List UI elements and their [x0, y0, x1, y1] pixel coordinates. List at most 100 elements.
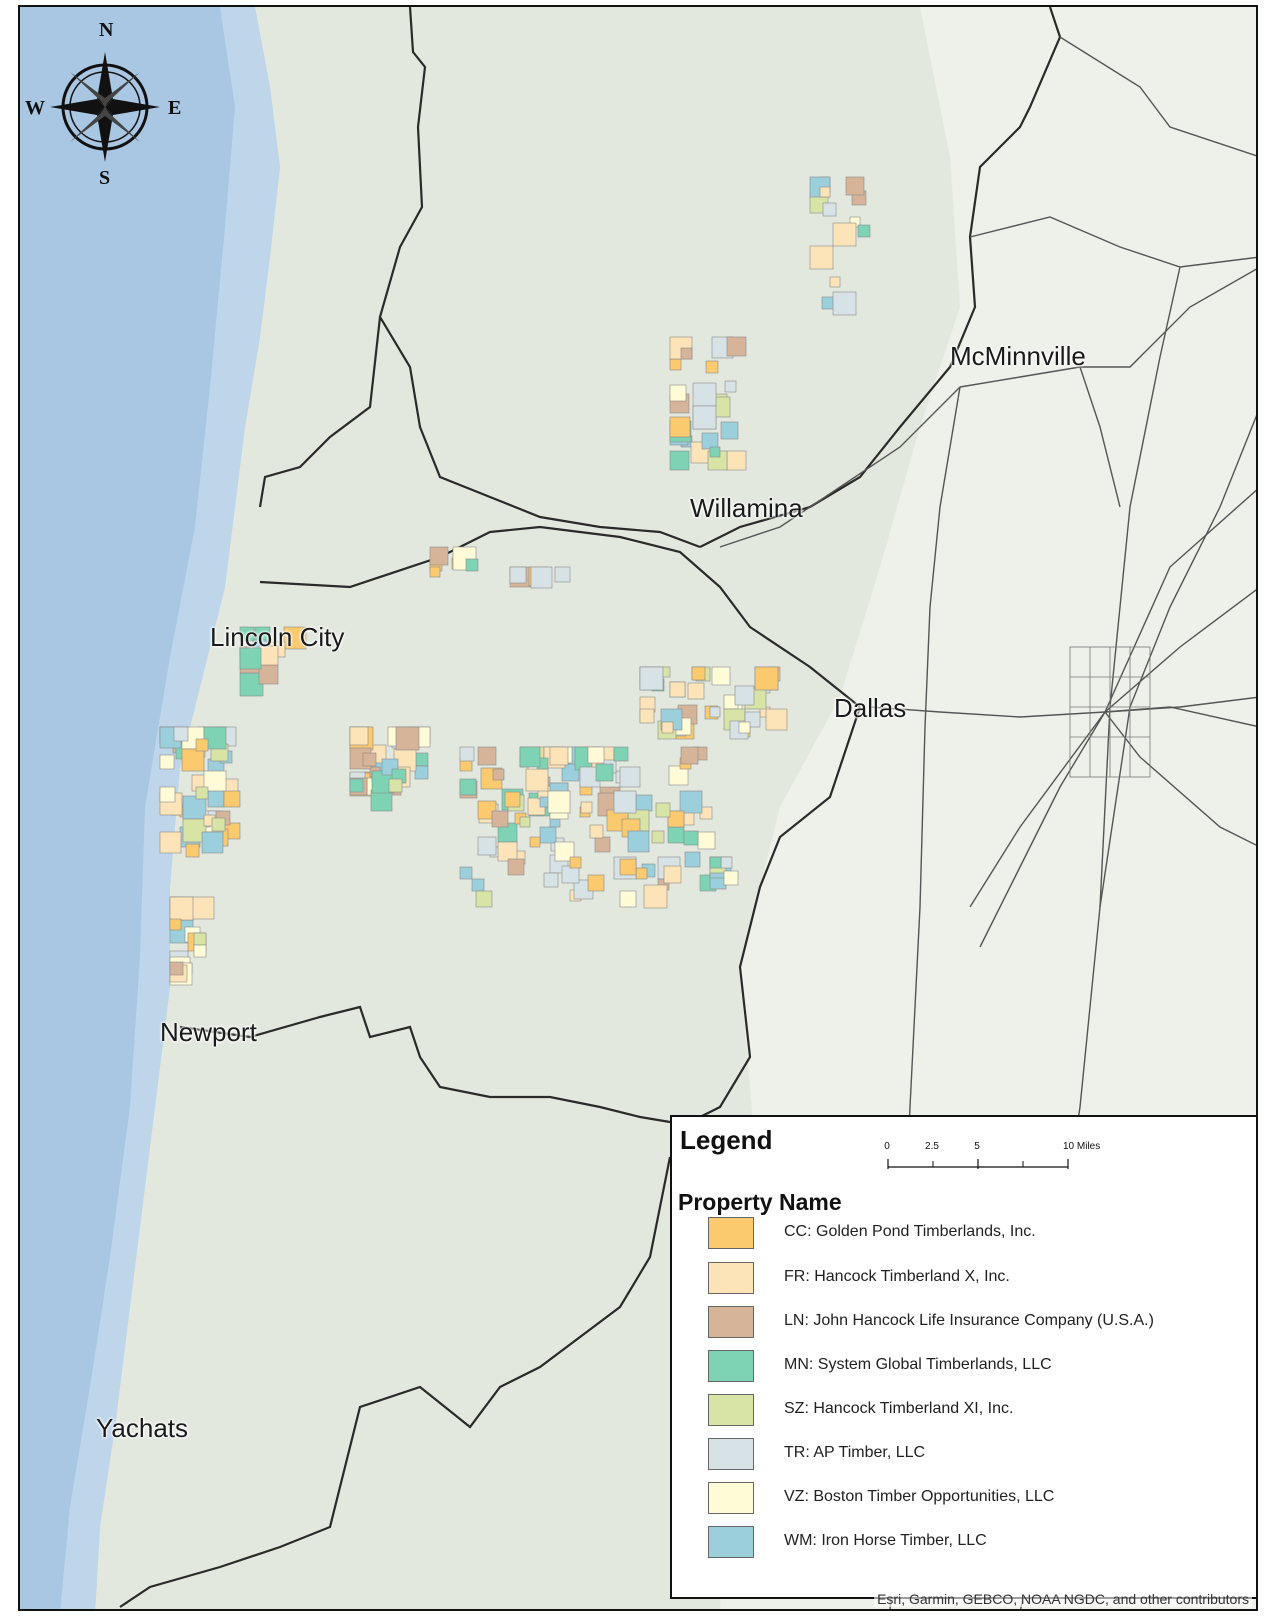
parcel — [529, 836, 541, 848]
city-label-willamina[interactable]: Willamina — [690, 493, 803, 523]
parcel — [667, 826, 685, 844]
parcel — [173, 726, 189, 742]
parcel — [726, 450, 747, 471]
parcel — [549, 746, 569, 766]
parcel — [169, 896, 194, 921]
parcel — [669, 416, 691, 438]
legend-swatch — [708, 1306, 754, 1338]
parcel — [639, 708, 655, 724]
parcel — [182, 818, 207, 843]
parcel — [720, 421, 739, 440]
compass-n: N — [99, 19, 114, 41]
parcel — [691, 666, 706, 681]
scale-tick-label: 0 — [884, 1141, 890, 1152]
parcel — [169, 961, 184, 976]
parcel — [465, 558, 479, 572]
legend-swatch — [708, 1526, 754, 1558]
parcel — [711, 666, 731, 686]
legend-label: TR: AP Timber, LLC — [784, 1444, 926, 1461]
parcel — [223, 790, 241, 808]
parcel — [159, 831, 182, 854]
scale-bar-line — [887, 1159, 1069, 1169]
parcel — [477, 746, 497, 766]
city-label-dallas[interactable]: Dallas — [834, 693, 907, 723]
parcel — [525, 768, 549, 792]
parcel — [687, 682, 705, 700]
parcel — [594, 836, 611, 853]
parcel — [395, 726, 420, 751]
parcel — [822, 202, 837, 217]
city-label-yachats[interactable]: Yachats — [96, 1413, 189, 1443]
parcel — [519, 816, 531, 828]
parcel — [724, 380, 737, 393]
compass-rose: N S E W — [25, 17, 185, 189]
city-label-mcminnville[interactable]: McMinnville — [950, 341, 1086, 371]
parcel — [497, 841, 518, 862]
parcel — [613, 790, 637, 814]
parcel — [477, 836, 497, 856]
parcel — [587, 874, 605, 892]
parcel — [569, 856, 582, 869]
scale-tick-label: 5 — [974, 1141, 980, 1152]
parcel — [832, 291, 857, 316]
parcel — [475, 890, 493, 908]
parcel — [832, 222, 857, 247]
legend-label: SZ: Hancock Timberland XI, Inc. — [784, 1400, 1014, 1417]
parcel — [709, 856, 722, 869]
parcel — [655, 802, 671, 818]
parcel — [543, 872, 559, 888]
legend-swatch — [708, 1482, 754, 1514]
compass-icon — [50, 52, 160, 162]
parcel — [679, 790, 703, 814]
parcel — [429, 546, 449, 566]
parcel — [185, 843, 200, 858]
parcel — [639, 666, 664, 691]
parcel — [669, 450, 690, 471]
parcel — [362, 752, 377, 767]
scale-bar: 0 2.5 5 10 Miles — [884, 1141, 1127, 1181]
legend-label: MN: System Global Timberlands, LLC — [784, 1356, 1052, 1373]
parcel — [207, 790, 225, 808]
legend-label: FR: Hancock Timberland X, Inc. — [784, 1268, 1010, 1285]
legend-label: LN: John Hancock Life Insurance Company … — [784, 1312, 1154, 1329]
parcel — [705, 360, 719, 374]
compass-e: E — [168, 97, 182, 119]
parcel — [561, 865, 580, 884]
city-grid — [1069, 646, 1151, 778]
parcel — [203, 726, 227, 750]
parcel — [239, 626, 255, 642]
parcel — [723, 870, 739, 886]
parcel — [619, 890, 637, 908]
parcel — [738, 721, 751, 734]
parcel — [661, 721, 674, 734]
parcel — [619, 766, 641, 788]
parcel — [680, 746, 699, 765]
parcel — [388, 778, 403, 793]
legend-panel: Legend 0 2.5 5 10 Miles Property Name CC… — [670, 1115, 1256, 1599]
parcel — [709, 706, 721, 718]
legend-swatch — [708, 1438, 754, 1470]
parcel — [283, 626, 307, 650]
parcel — [195, 738, 209, 752]
parcel — [857, 224, 871, 238]
parcel — [819, 186, 831, 198]
city-label-lincoln-city[interactable]: Lincoln City — [210, 622, 345, 652]
parcel — [504, 791, 521, 808]
city-label-newport[interactable]: Newport — [160, 1017, 257, 1047]
map-attribution[interactable]: Esri, Garmin, GEBCO, NOAA NGDC, and othe… — [874, 1591, 1252, 1607]
parcel — [701, 432, 719, 450]
parcel — [459, 746, 475, 762]
scale-units: 10 Miles — [1063, 1141, 1101, 1152]
map-frame[interactable]: N S E W McMinnville Willamina Lincoln Ci… — [18, 5, 1258, 1611]
legend-swatch — [708, 1350, 754, 1382]
parcel — [809, 245, 834, 270]
parcel — [193, 944, 207, 958]
parcel — [224, 778, 239, 793]
parcel — [169, 918, 182, 931]
parcel — [697, 831, 716, 850]
parcel — [491, 810, 509, 828]
parcel — [201, 831, 224, 854]
parcel — [668, 765, 689, 786]
parcel — [507, 858, 525, 876]
parcel — [554, 566, 571, 583]
